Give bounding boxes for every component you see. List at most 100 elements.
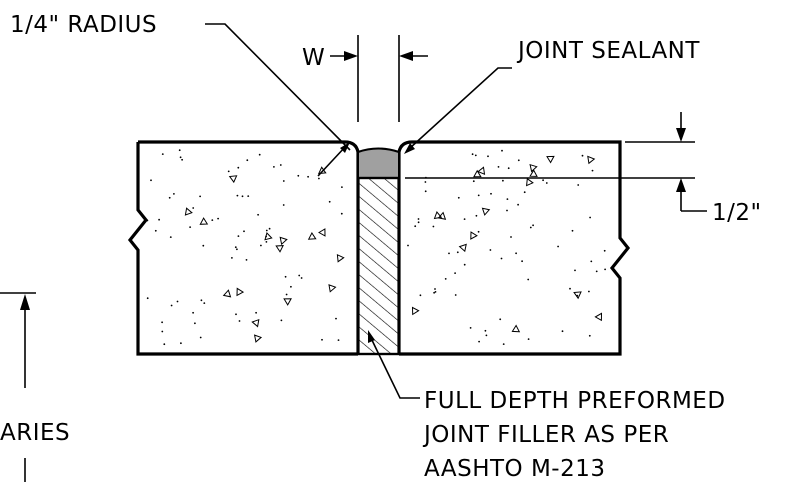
aggregate-dot (417, 218, 420, 220)
aggregate-dot (199, 336, 202, 339)
aggregate-dot (484, 329, 487, 332)
aggregate-dot (265, 241, 268, 243)
aggregate-dot (456, 251, 459, 254)
partial-left-label: ARIES (0, 420, 70, 446)
aggregate-dot (581, 154, 584, 157)
aggregate-dot (282, 180, 285, 182)
aggregate-dot (506, 209, 508, 212)
aggregate-dot (255, 311, 257, 314)
aggregate-dot (146, 297, 149, 300)
aggregate-dot (260, 244, 262, 247)
aggregate-dot (170, 304, 173, 307)
aggregate-dot (444, 278, 447, 280)
aggregate-dot (235, 313, 237, 316)
aggregate-stone (411, 306, 420, 316)
aggregate-dot (169, 236, 172, 239)
aggregate-dot (231, 257, 233, 259)
aggregate-stone (433, 211, 443, 220)
aggregate-stone (336, 253, 345, 263)
aggregate-dot (217, 217, 220, 220)
aggregate-dot (161, 153, 164, 156)
radius-leader (205, 23, 351, 177)
aggregate-dot (178, 149, 181, 152)
aggregate-dot (158, 218, 161, 221)
aggregate-stone (251, 318, 260, 328)
aggregate-dot (499, 318, 502, 321)
aggregate-dot (603, 249, 606, 252)
aggregate-stone (184, 207, 193, 216)
aggregate-dot (192, 311, 195, 314)
aggregate-dot (243, 230, 245, 233)
aggregate-dot (574, 269, 576, 272)
aggregate-dot (238, 320, 241, 322)
aggregate-dot (179, 156, 182, 159)
aggregate-dot (474, 154, 477, 157)
aggregate-dot (497, 166, 500, 168)
left-partial-arrow (0, 292, 36, 482)
aggregate-dot (588, 334, 591, 337)
aggregate-stone (279, 236, 288, 246)
aggregate-dot (500, 257, 503, 260)
aggregate-stone (264, 232, 273, 241)
aggregate-dot (236, 194, 239, 197)
right-concrete-slab (397, 140, 631, 356)
aggregate-dot (192, 207, 195, 209)
aggregate-dot (202, 244, 205, 247)
filler-leader (368, 330, 420, 399)
aggregate-dot (211, 219, 214, 222)
aggregate-dot (590, 260, 593, 263)
filler-label-line3: AASHTO M-213 (424, 456, 606, 482)
aggregate-dot (478, 340, 480, 343)
width-dimension (330, 35, 428, 122)
aggregate-stone (526, 177, 534, 187)
aggregate-dot (237, 166, 240, 169)
aggregate-dot (471, 153, 474, 156)
aggregate-dot (502, 179, 504, 182)
aggregate-dot (181, 158, 184, 161)
aggregate-dot (200, 299, 203, 302)
aggregate-dot (469, 327, 472, 329)
aggregate-stone (587, 155, 596, 165)
aggregate-dot (472, 180, 475, 183)
aggregate-dot (589, 216, 591, 219)
aggregate-dot (321, 338, 323, 341)
aggregate-dot (490, 192, 492, 195)
aggregate-dot (485, 334, 488, 337)
aggregate-dot (434, 291, 437, 293)
aggregate-dot (454, 294, 457, 296)
filler-label-line2: JOINT FILLER AS PER (422, 422, 669, 448)
aggregate-dot (234, 246, 237, 249)
aggregate-stone (437, 211, 447, 220)
aggregate-dot (340, 212, 343, 215)
aggregate-stone (275, 245, 284, 253)
aggregate-dot (448, 252, 450, 255)
aggregate-dot (168, 196, 171, 199)
aggregate-stone (470, 231, 478, 240)
aggregate-stone (458, 243, 467, 253)
aggregate-dot (414, 225, 417, 228)
aggregate-dot (424, 190, 427, 193)
aggregate-stone (594, 312, 603, 322)
aggregate-dot (337, 339, 340, 341)
aggregate-dot (298, 274, 301, 277)
aggregate-stone (318, 228, 326, 237)
aggregate-dot (433, 291, 435, 294)
aggregate-dot (477, 230, 480, 233)
aggregate-dot (257, 213, 259, 216)
aggregate-dot (285, 293, 288, 296)
joint-filler-hatch (356, 176, 401, 356)
aggregate-dot (241, 195, 244, 198)
aggregate-dot (279, 164, 282, 166)
aggregate-dot (529, 226, 532, 229)
aggregate-dot (161, 321, 164, 324)
aggregate-stone (529, 169, 538, 177)
aggregate-dot (577, 184, 580, 186)
aggregate-dot (454, 272, 456, 274)
aggregate-dot (569, 287, 571, 290)
aggregate-dot (173, 193, 175, 195)
aggregate-dot (542, 179, 544, 182)
aggregate-dot (506, 198, 509, 201)
aggregate-dot (424, 181, 427, 183)
aggregate-stone (199, 217, 209, 225)
aggregate-dot (523, 191, 526, 194)
